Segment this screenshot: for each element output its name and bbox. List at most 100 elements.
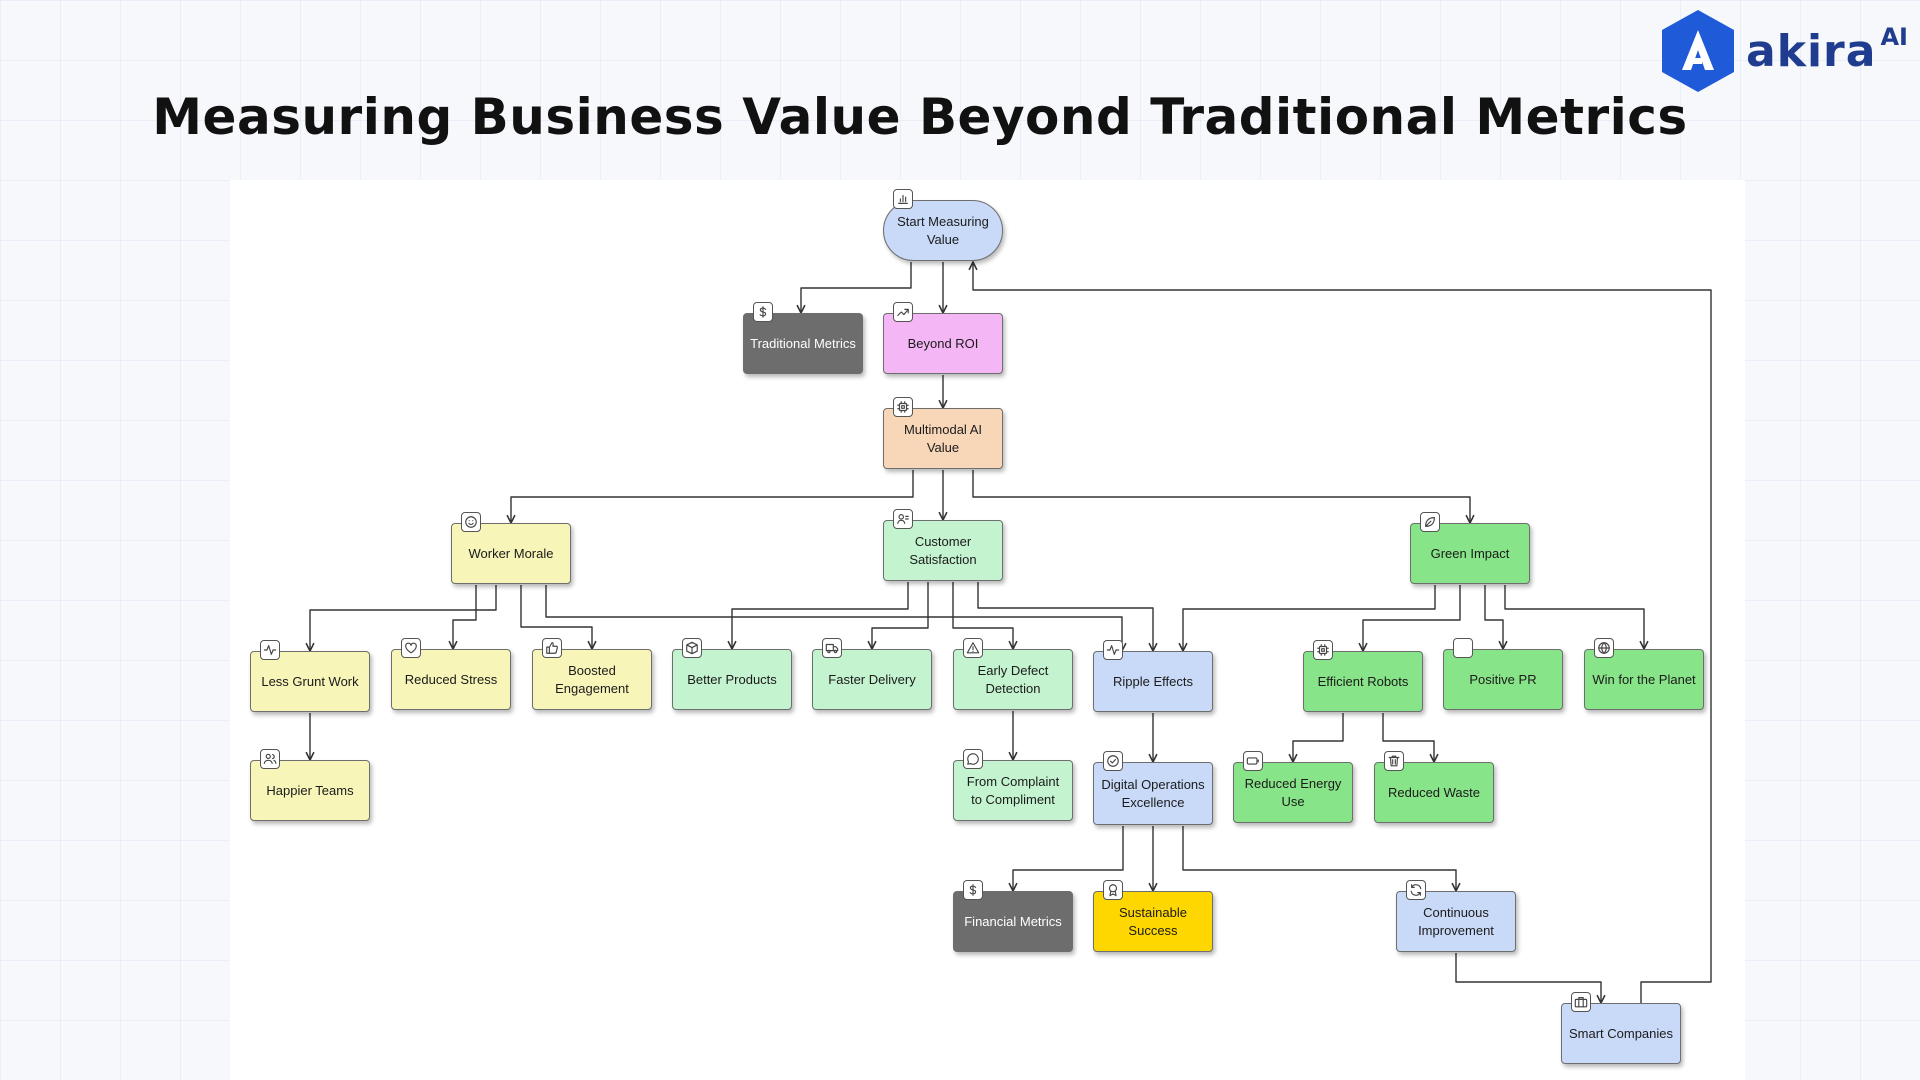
- node-green-impact[interactable]: Green Impact: [1410, 523, 1530, 584]
- brand-logo: akira AI: [1658, 8, 1908, 94]
- edge-worker_morale-to-reduced_stress: [453, 585, 477, 649]
- dollar-icon: [963, 880, 983, 900]
- node-label: Efficient Robots: [1317, 673, 1409, 689]
- trending-up-icon: [893, 302, 913, 322]
- node-win-planet[interactable]: Win for the Planet: [1584, 649, 1704, 710]
- node-start[interactable]: Start Measuring Value: [883, 200, 1003, 261]
- node-label: Beyond ROI: [907, 335, 979, 351]
- trash-icon: [1384, 751, 1404, 771]
- activity-icon: [1103, 640, 1123, 660]
- edge-customer_sat-to-early_defect: [952, 582, 1013, 649]
- node-financial[interactable]: Financial Metrics: [953, 891, 1073, 952]
- node-label: Better Products: [687, 671, 777, 687]
- dollar-icon: [753, 302, 773, 322]
- truck-icon: [822, 638, 842, 658]
- node-ripple[interactable]: Ripple Effects: [1093, 651, 1213, 712]
- node-label: Green Impact: [1430, 545, 1510, 561]
- node-beyond-roi[interactable]: Beyond ROI: [883, 313, 1003, 374]
- node-continuous[interactable]: Continuous Improvement: [1396, 891, 1516, 952]
- node-label: Customer Satisfaction: [909, 533, 977, 567]
- edge-digital_ops-to-continuous: [1182, 826, 1456, 891]
- node-customer-sat[interactable]: Customer Satisfaction: [883, 520, 1003, 581]
- node-early-defect[interactable]: Early Defect Detection: [953, 649, 1073, 710]
- node-positive-pr[interactable]: Positive PR: [1443, 649, 1563, 710]
- node-label: Ripple Effects: [1113, 673, 1193, 689]
- node-label: Faster Delivery: [828, 671, 916, 687]
- warning-icon: [963, 638, 983, 658]
- node-label: Sustainable Success: [1119, 904, 1187, 938]
- node-better-products[interactable]: Better Products: [672, 649, 792, 710]
- edge-efficient_robots-to-reduced_energy: [1293, 713, 1344, 762]
- node-label: Worker Morale: [468, 545, 554, 561]
- node-boosted-engagement[interactable]: Boosted Engagement: [532, 649, 652, 710]
- node-digital-ops[interactable]: Digital Operations Excellence: [1093, 762, 1213, 825]
- node-traditional[interactable]: Traditional Metrics: [743, 313, 863, 374]
- node-reduced-stress[interactable]: Reduced Stress: [391, 649, 511, 710]
- node-label: From Complaint to Compliment: [966, 773, 1060, 807]
- users-icon: [260, 749, 280, 769]
- edge-worker_morale-to-ripple: [545, 585, 1122, 651]
- brand-suffix: AI: [1880, 23, 1908, 51]
- smile-icon: [461, 512, 481, 532]
- node-label: Smart Companies: [1568, 1025, 1674, 1041]
- edge-customer_sat-to-ripple: [977, 582, 1153, 651]
- page-title: Measuring Business Value Beyond Traditio…: [152, 88, 1688, 146]
- edge-customer_sat-to-faster_delivery: [872, 582, 929, 649]
- edge-worker_morale-to-boosted_engagement: [520, 585, 592, 649]
- edge-green_impact-to-win_planet: [1504, 585, 1644, 649]
- node-label: Boosted Engagement: [555, 662, 629, 696]
- user-icon: [893, 509, 913, 529]
- node-less-grunt[interactable]: Less Grunt Work: [250, 651, 370, 712]
- node-efficient-robots[interactable]: Efficient Robots: [1303, 651, 1423, 712]
- node-smart[interactable]: Smart Companies: [1561, 1003, 1681, 1064]
- edge-green_impact-to-positive_pr: [1484, 585, 1503, 649]
- node-reduced-waste[interactable]: Reduced Waste: [1374, 762, 1494, 823]
- node-happier-teams[interactable]: Happier Teams: [250, 760, 370, 821]
- node-label: Traditional Metrics: [750, 335, 856, 351]
- node-worker-morale[interactable]: Worker Morale: [451, 523, 571, 584]
- node-multimodal[interactable]: Multimodal AI Value: [883, 408, 1003, 469]
- globe-icon: [1594, 638, 1614, 658]
- node-sustainable[interactable]: Sustainable Success: [1093, 891, 1213, 952]
- node-label: Multimodal AI Value: [903, 421, 983, 455]
- message-icon: [963, 749, 983, 769]
- node-label: Financial Metrics: [964, 913, 1062, 929]
- edge-multimodal-to-green_impact: [972, 470, 1470, 523]
- edge-worker_morale-to-less_grunt: [310, 585, 497, 651]
- activity-icon: [260, 640, 280, 660]
- briefcase-icon: [1571, 992, 1591, 1012]
- edge-start-to-traditional: [801, 262, 912, 313]
- leaf-icon: [1420, 512, 1440, 532]
- edge-digital_ops-to-financial: [1013, 826, 1124, 891]
- node-reduced-energy[interactable]: Reduced Energy Use: [1233, 762, 1353, 823]
- node-label: Reduced Energy Use: [1244, 775, 1342, 809]
- heart-icon: [401, 638, 421, 658]
- brand-name: akira: [1746, 25, 1877, 77]
- edge-continuous-to-smart: [1455, 953, 1601, 1003]
- box-icon: [682, 638, 702, 658]
- edge-customer_sat-to-better_products: [732, 582, 909, 649]
- node-label: Win for the Planet: [1592, 671, 1696, 687]
- battery-icon: [1243, 751, 1263, 771]
- node-label: Positive PR: [1469, 671, 1537, 687]
- edge-green_impact-to-ripple: [1183, 585, 1436, 651]
- thumbs-up-icon: [542, 638, 562, 658]
- cpu-icon: [1313, 640, 1333, 660]
- blank-icon: [1453, 638, 1473, 658]
- edge-green_impact-to-efficient_robots: [1363, 585, 1461, 651]
- node-faster-delivery[interactable]: Faster Delivery: [812, 649, 932, 710]
- node-label: Continuous Improvement: [1418, 904, 1494, 938]
- node-label: Digital Operations Excellence: [1101, 776, 1205, 810]
- edge-efficient_robots-to-reduced_waste: [1382, 713, 1434, 762]
- node-complaint[interactable]: From Complaint to Compliment: [953, 760, 1073, 821]
- node-label: Early Defect Detection: [977, 662, 1049, 696]
- check-circle-icon: [1103, 751, 1123, 771]
- node-label: Reduced Stress: [404, 671, 498, 687]
- chart-icon: [893, 189, 913, 209]
- node-label: Happier Teams: [266, 782, 354, 798]
- cpu-icon: [893, 397, 913, 417]
- edge-multimodal-to-worker_morale: [511, 470, 914, 523]
- node-label: Less Grunt Work: [261, 673, 359, 689]
- edge-smart-to-start: [973, 262, 1712, 1003]
